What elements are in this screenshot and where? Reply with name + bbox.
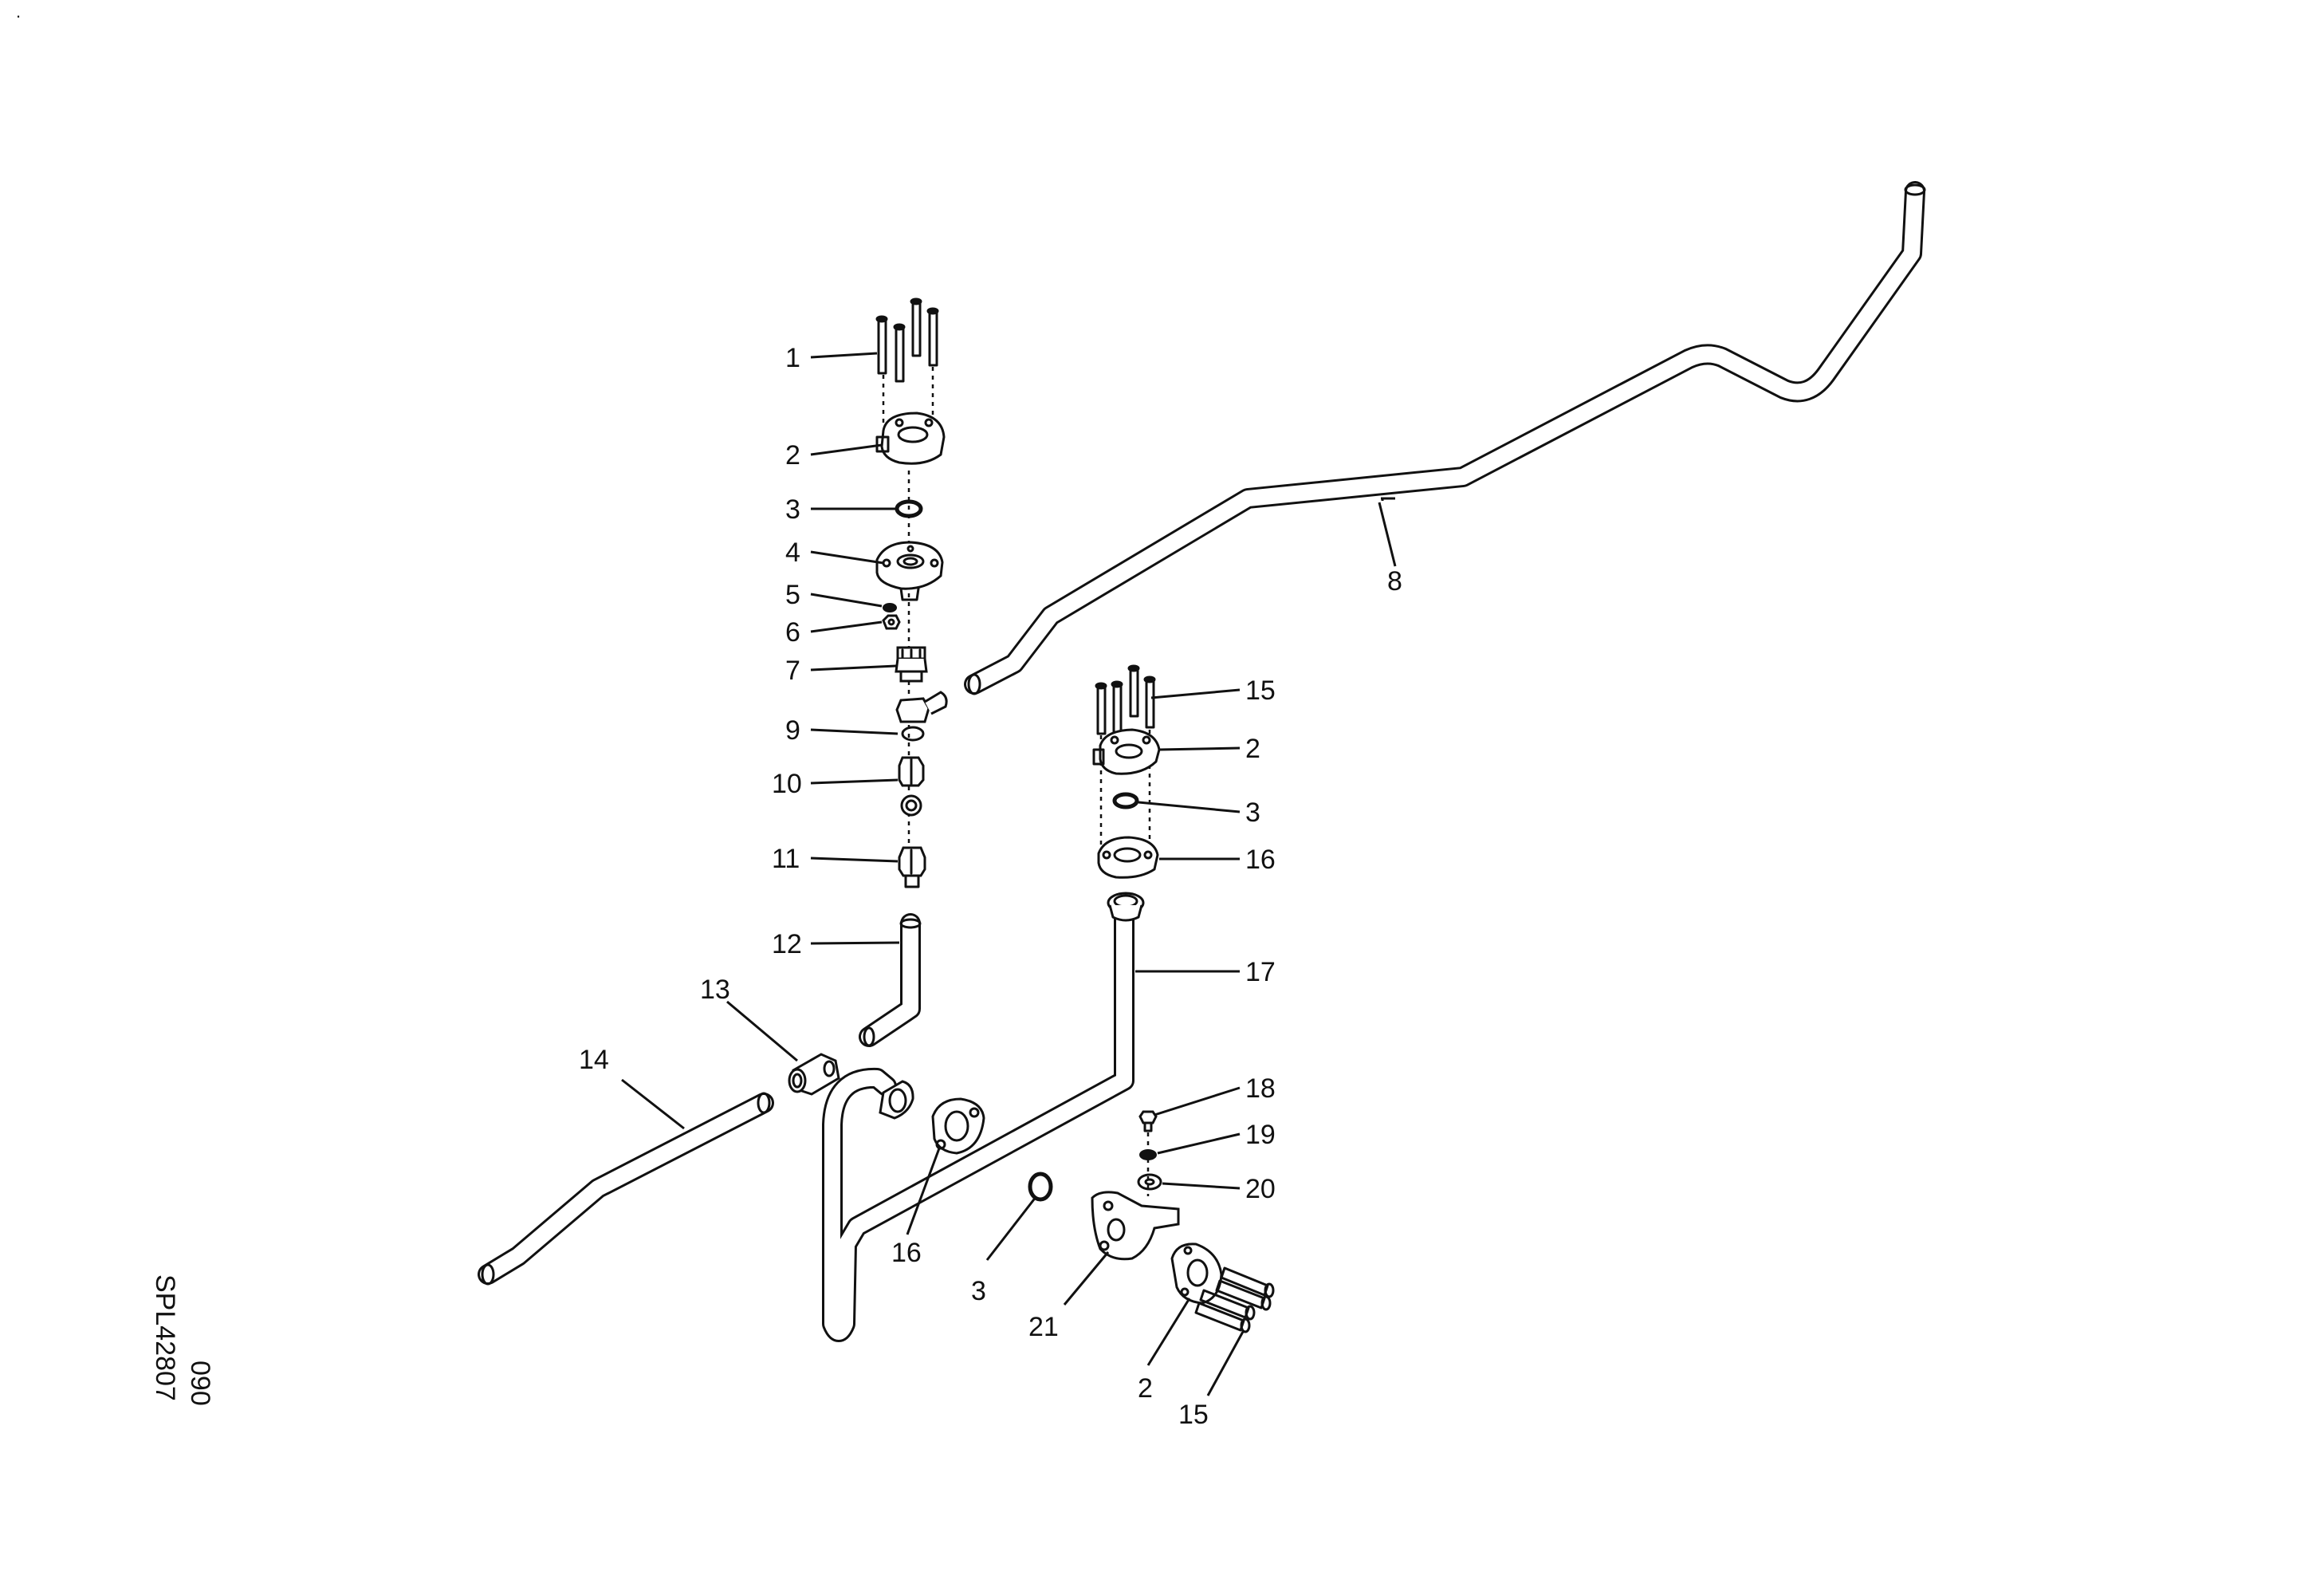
callout-6: 6	[785, 617, 800, 648]
bolts-15-upper	[1095, 664, 1156, 735]
callout-16-lower: 16	[891, 1238, 922, 1268]
callout-11: 11	[772, 844, 800, 874]
drawing-code: SPL42807 090	[150, 1274, 215, 1406]
callout-7: 7	[785, 656, 800, 686]
callout-3-lower: 3	[971, 1276, 986, 1306]
washer-20	[1137, 1173, 1162, 1191]
callout-14: 14	[579, 1045, 609, 1075]
callout-1: 1	[785, 343, 800, 373]
callout-5: 5	[785, 580, 800, 610]
callout-15-upper: 15	[1245, 675, 1276, 706]
callout-20: 20	[1245, 1174, 1276, 1204]
elbow-9	[895, 691, 948, 742]
pipe-17	[822, 907, 1134, 1342]
adapter-7	[895, 646, 928, 683]
o-ring-3-upper	[895, 499, 923, 518]
leader-lines	[621, 352, 1397, 1396]
nut-6	[882, 614, 901, 630]
callout-labels: 1 2 3 4 5 6 7 9 10 11 12 13 14 8 15 2 3 …	[579, 343, 1402, 1430]
bolt-18	[1138, 1110, 1158, 1132]
bolts-1	[875, 297, 939, 383]
callout-15-lower: 15	[1178, 1400, 1209, 1430]
pipe-17-collar	[1107, 892, 1145, 922]
o-ring-3-lower	[1028, 1172, 1053, 1202]
callout-19: 19	[1245, 1120, 1276, 1150]
callout-9: 9	[785, 715, 800, 746]
flange-16-upper	[1097, 836, 1159, 879]
callout-12: 12	[772, 929, 802, 959]
callout-16-upper: 16	[1245, 845, 1276, 875]
callout-2: 2	[785, 440, 800, 471]
pipe-12	[859, 913, 922, 1047]
bolts-15-lower	[1194, 1266, 1275, 1333]
callout-21: 21	[1028, 1312, 1059, 1342]
callout-2-right: 2	[1245, 734, 1260, 764]
callout-8: 8	[1387, 566, 1402, 597]
split-flange-2-right	[1092, 728, 1161, 775]
callout-4: 4	[785, 538, 800, 568]
callout-3: 3	[785, 494, 800, 525]
pipe-14	[478, 1092, 774, 1286]
corner-mark: .	[16, 2, 21, 22]
split-flange-2-upper	[875, 412, 946, 465]
callout-17: 17	[1245, 957, 1276, 987]
callout-2-lower: 2	[1138, 1373, 1153, 1404]
bracket-21	[1091, 1191, 1180, 1261]
pipe-8	[964, 181, 1926, 695]
o-ring-3-right	[1112, 792, 1139, 809]
callout-18: 18	[1245, 1073, 1276, 1104]
flange-4	[875, 541, 944, 601]
washer-5	[883, 603, 897, 612]
tee-13	[788, 1053, 840, 1096]
nut-10	[898, 756, 925, 817]
callout-13: 13	[700, 975, 730, 1005]
callout-3-right: 3	[1245, 798, 1260, 828]
callout-10: 10	[772, 769, 802, 799]
flange-16-lower	[879, 1080, 985, 1155]
drawing-code-line2: 090	[185, 1361, 215, 1406]
drawing-code-line1: SPL42807	[150, 1274, 180, 1401]
fitting-11	[898, 846, 926, 888]
